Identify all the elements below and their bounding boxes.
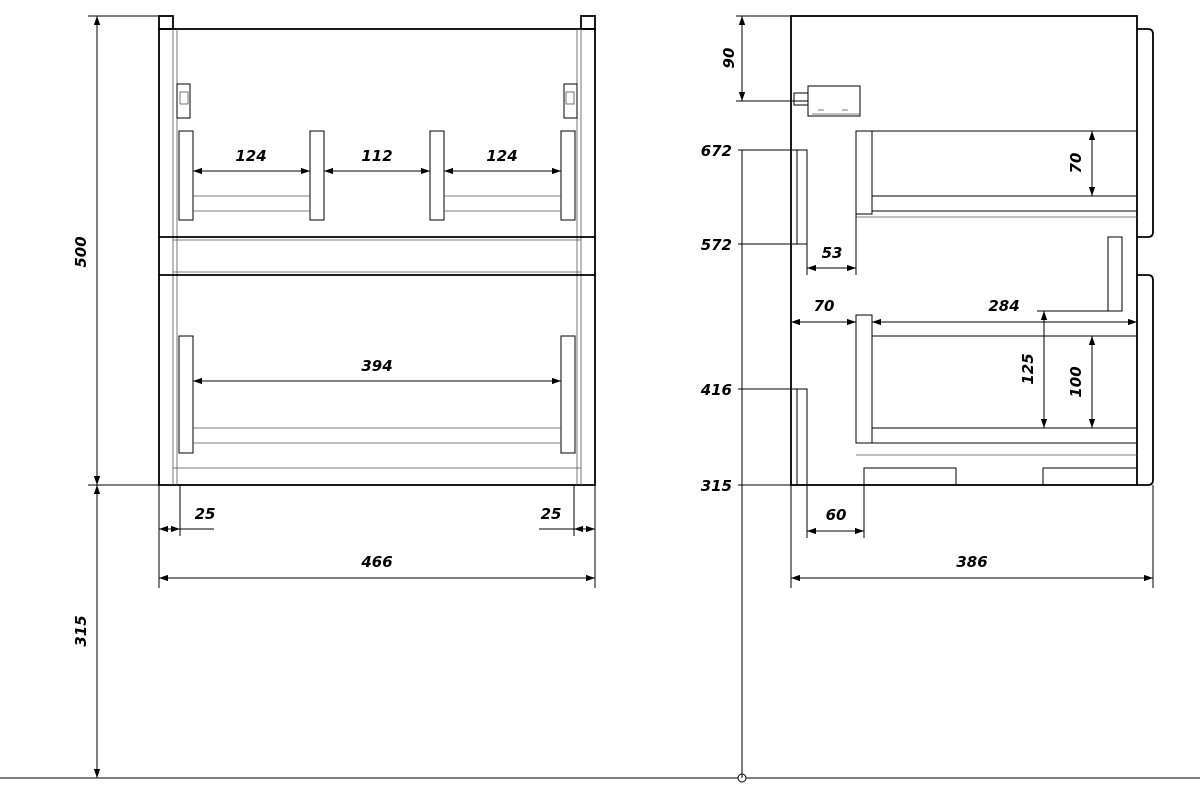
side-rail-upper (796, 149, 808, 245)
upper-right-drawer-side-a (429, 130, 445, 221)
side-foot-rear (1042, 467, 1138, 486)
front-top-post-left (158, 15, 174, 30)
label-lower-inner-height: 100 (1067, 366, 1085, 397)
label-foot-offset: 60 (826, 506, 847, 524)
front-hinge-right (563, 83, 578, 119)
upper-left-drawer-side-b (309, 130, 325, 221)
side-handle (1107, 236, 1123, 312)
front-top-post-right (580, 15, 596, 30)
label-depth-total: 386 (956, 553, 987, 571)
label-total-width: 466 (360, 553, 392, 571)
label-upper-gap: 112 (361, 147, 392, 165)
front-cabinet-body (158, 28, 596, 486)
label-level-572: 572 (701, 236, 732, 254)
lower-drawer-side-b (560, 335, 576, 454)
side-upper-door (1137, 28, 1154, 238)
side-view: 672 572 416 315 90 53 70 284 70 125 100 (700, 15, 1154, 778)
side-rail-lower (796, 388, 808, 486)
label-level-672: 672 (701, 142, 732, 160)
label-upper-right: 124 (486, 147, 517, 165)
label-side-offset-left: 25 (195, 505, 216, 523)
side-lower-door (1137, 274, 1154, 486)
side-cabinet-body (790, 15, 1138, 486)
label-lower-outer-height: 125 (1019, 353, 1037, 384)
upper-right-drawer-side-b (560, 130, 576, 221)
label-rail-depth: 53 (822, 244, 843, 262)
side-hinge-block (807, 85, 861, 117)
front-hinge-left (176, 83, 191, 119)
label-side-offset-right: 25 (541, 505, 562, 523)
front-view: 124 112 124 394 500 315 25 25 466 (72, 15, 596, 778)
label-level-416: 416 (700, 381, 732, 399)
label-upper-drawer-height: 70 (1067, 153, 1085, 174)
side-lower-drawer-front (855, 314, 873, 444)
side-upper-drawer-front (855, 130, 873, 215)
upper-left-drawer-side-a (178, 130, 194, 221)
label-level-315: 315 (701, 477, 732, 495)
label-drawer-depth: 284 (988, 297, 1019, 315)
label-leg-height: 315 (72, 615, 90, 646)
label-upper-left: 124 (235, 147, 266, 165)
label-top-offset: 90 (720, 48, 738, 69)
side-foot-front (863, 467, 957, 486)
label-total-height: 500 (72, 236, 90, 267)
label-front-offset: 70 (814, 297, 835, 315)
label-lower-width: 394 (361, 357, 392, 375)
lower-drawer-side-a (178, 335, 194, 454)
